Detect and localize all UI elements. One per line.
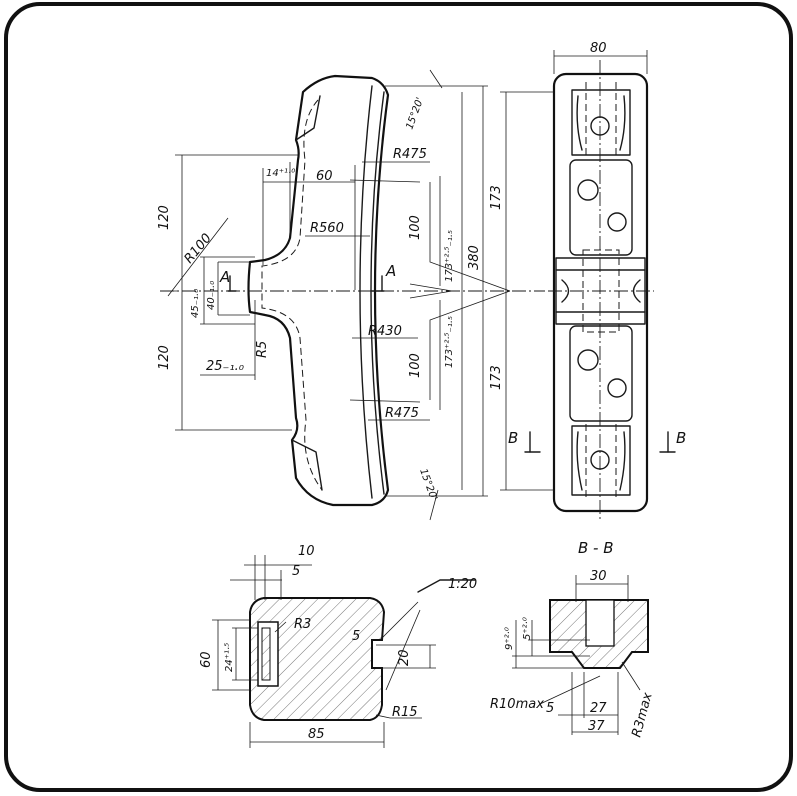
dim-r3max: R3max — [629, 691, 655, 739]
dim-30: 30 — [590, 569, 607, 584]
dim-5-slot: 5 — [352, 629, 360, 644]
dim-r10max: R10max — [490, 697, 544, 712]
dim-5-b: 5 — [546, 701, 554, 716]
inner-surface-2 — [370, 91, 385, 495]
dim-angle-bottom: 15°20' — [417, 467, 439, 502]
dim-r15: R15 — [392, 705, 418, 720]
dim-37: 37 — [588, 719, 605, 734]
dim-10: 10 — [298, 544, 315, 559]
dim-40: 40₋₁.₀ — [206, 281, 217, 310]
dim-20: 20 — [397, 649, 412, 666]
section-b-right-label: B — [676, 429, 686, 447]
dim-100-bottom: 100 — [408, 353, 423, 378]
dim-5: 5 — [292, 564, 300, 579]
dim-120-top: 120 — [157, 205, 172, 230]
dim-r475-top: R475 — [393, 147, 427, 162]
dim-r5: R5 — [255, 341, 270, 358]
section-a-view: 10 5 1:20 R3 60 24⁺¹·⁵ 5 20 R15 85 — [199, 544, 477, 748]
inner-surface — [359, 85, 373, 499]
dim-24: 24⁺¹·⁵ — [224, 643, 235, 672]
dim-120-bottom: 120 — [157, 345, 172, 370]
top-lug — [295, 95, 321, 141]
section-b-view: B - B 30 9⁺²·⁰ 5⁺²·⁰ R10max 5 27 37 R3ma… — [490, 539, 656, 739]
taper-symbol — [417, 579, 476, 593]
dim-80: 80 — [590, 41, 607, 56]
dim-380: 380 — [467, 245, 482, 270]
dim-60: 60 — [316, 169, 333, 184]
dim-r430: R430 — [368, 324, 402, 339]
dim-9: 9⁺²·⁰ — [504, 627, 515, 650]
dim-angle-top: 15°20' — [404, 96, 426, 131]
dim-173-tol-bottom: 173⁺²·⁵₋₁.₅ — [444, 316, 455, 368]
dim-r560: R560 — [310, 221, 344, 236]
dim-173-tol-top: 173⁺²·⁵₋₁.₅ — [444, 230, 455, 282]
hidden-contour — [261, 99, 323, 491]
dim-top-pad: 14⁺¹·⁰ — [266, 168, 295, 179]
shoe-outline — [247, 74, 390, 507]
dim-45: 45₋₁.₀ — [190, 289, 201, 318]
dim-r100: R100 — [182, 231, 215, 267]
dim-5-tol: 5⁺²·⁰ — [522, 617, 533, 640]
dim-173-bottom: 173 — [489, 365, 504, 390]
section-b-title: B - B — [578, 539, 614, 557]
side-outline — [552, 72, 649, 513]
dim-25: 25₋₁.₀ — [206, 359, 245, 374]
dim-27: 27 — [590, 701, 607, 716]
dim-173-top: 173 — [489, 185, 504, 210]
section-a-right-label: A — [385, 262, 396, 280]
dim-85: 85 — [308, 727, 325, 742]
dim-r3: R3 — [294, 617, 311, 632]
main-view: 14⁺¹·⁰ 60 R475 R560 R100 120 120 45₋₁.₀ … — [157, 69, 545, 521]
side-view: 80 173 173 B B — [489, 41, 686, 520]
page-border — [4, 2, 793, 792]
section-a-body — [249, 597, 386, 721]
dim-60-section: 60 — [199, 651, 214, 668]
section-b-left-label: B — [508, 429, 518, 447]
dim-100-top: 100 — [408, 215, 423, 240]
dim-taper: 1:20 — [448, 577, 477, 592]
dim-r475-bottom: R475 — [385, 406, 419, 421]
section-a-left-label: A — [219, 268, 230, 286]
bottom-lug — [291, 439, 323, 491]
